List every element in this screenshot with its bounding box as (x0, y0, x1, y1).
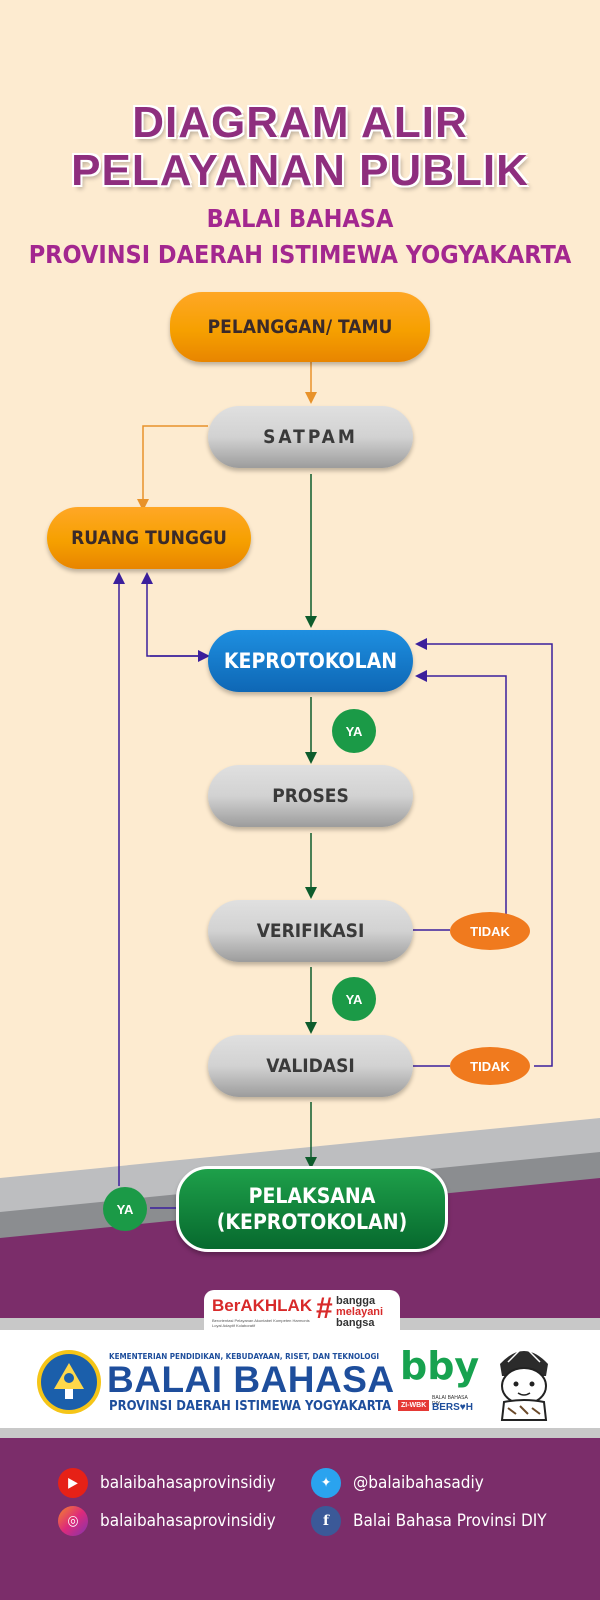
twitter-icon: ✦ (311, 1468, 341, 1498)
ya-badge-pelaksana: YA (103, 1187, 147, 1231)
tidak-badge-verifikasi: TIDAK (450, 912, 530, 950)
node-pelaksana-line2: (KEPROTOKOLAN) (216, 1210, 408, 1234)
node-pelanggan-tamu: PELANGGAN/ TAMU (170, 292, 430, 362)
hashtag-word-1: bangga (336, 1295, 376, 1307)
flow-connectors (113, 362, 553, 1209)
node-validasi: VALIDASI (208, 1035, 413, 1097)
bby-logo: bby ZI-WBK BALAI BAHASA DIY BERS♥H (398, 1344, 479, 1416)
subtitle-line1: BALAI BAHASA (206, 204, 394, 233)
twitter-handle: @balaibahasadiy (353, 1473, 484, 1493)
youtube-icon: ▶ (58, 1468, 88, 1498)
twitter-link[interactable]: ✦ @balaibahasadiy (311, 1468, 484, 1498)
node-proses: PROSES (208, 765, 413, 827)
bby-wordmark: bby (400, 1344, 480, 1388)
node-pelaksana: PELAKSANA (KEPROTOKOLAN) (176, 1166, 448, 1252)
balai-bahasa-name: BALAI BAHASA (107, 1359, 395, 1400)
facebook-link[interactable]: f Balai Bahasa Provinsi DIY (311, 1506, 547, 1536)
hashtag-word-3: bangsa (336, 1317, 375, 1329)
ministry-name: KEMENTERIAN PENDIDIKAN, KEBUDAYAAN, RISE… (109, 1352, 380, 1361)
instagram-handle: balaibahasaprovinsidiy (100, 1511, 276, 1531)
facebook-handle: Balai Bahasa Provinsi DIY (353, 1511, 547, 1531)
balai-bahasa-region: PROVINSI DAERAH ISTIMEWA YOGYAKARTA (109, 1399, 392, 1414)
page-title-line2: PELAYANAN PUBLIK (71, 146, 529, 195)
tidak-badge-validasi: TIDAK (450, 1047, 530, 1085)
bangga-melayani-bangsa: bangga melayani bangsa (336, 1296, 383, 1329)
youtube-link[interactable]: ▶ balaibahasaprovinsidiy (58, 1468, 276, 1498)
node-satpam: SATPAM (208, 406, 413, 468)
subtitle-line2: PROVINSI DAERAH ISTIMEWA YOGYAKARTA (28, 240, 572, 269)
tut-wuri-handayani-logo-icon (37, 1350, 101, 1414)
zi-wbk-tag: ZI-WBK (398, 1400, 430, 1411)
node-pelaksana-line1: PELAKSANA (248, 1184, 376, 1208)
page-title-line1: DIAGRAM ALIR (132, 98, 468, 147)
youtube-handle: balaibahasaprovinsidiy (100, 1473, 276, 1493)
node-ruang-tunggu: RUANG TUNGGU (47, 507, 251, 569)
instagram-link[interactable]: ◎ balaibahasaprovinsidiy (58, 1506, 276, 1536)
instagram-icon: ◎ (58, 1506, 88, 1536)
facebook-icon: f (311, 1506, 341, 1536)
hashtag-word-2: melayani (336, 1306, 384, 1318)
berakhlak-tagline: Berorientasi Pelayanan Akuntabel Kompete… (212, 1318, 310, 1328)
node-verifikasi: VERIFIKASI (208, 900, 413, 962)
node-keprotokolan: KEPROTOKOLAN (208, 630, 413, 692)
berakhlak-logo: BerAKHLAK Berorientasi Pelayanan Akuntab… (204, 1290, 400, 1336)
bersih-top: BALAI BAHASA DIY (432, 1395, 468, 1407)
mascot-character-icon (500, 1344, 548, 1421)
ya-badge-keprotokolan: YA (332, 709, 376, 753)
berakhlak-brand: BerAKHLAK (212, 1296, 313, 1315)
ya-badge-verifikasi: YA (332, 977, 376, 1021)
bersih-label: BERS♥H (432, 1402, 473, 1413)
hashtag-icon: # (316, 1292, 333, 1325)
